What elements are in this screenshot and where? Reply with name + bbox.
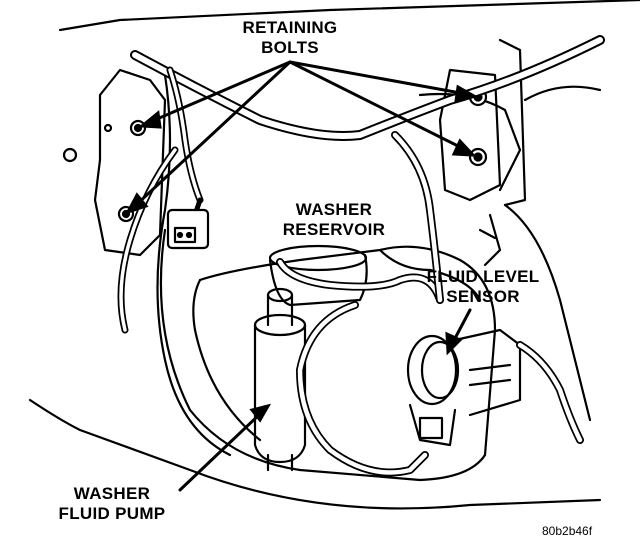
- fluid-level-sensor-label: FLUID LEVEL SENSOR: [420, 267, 546, 307]
- arrow-bolt-left-upper: [148, 60, 292, 124]
- body-panel-edge: [28, 398, 602, 510]
- washer-reservoir-line-1: WASHER: [295, 200, 373, 219]
- washer-reservoir-label: WASHER RESERVOIR: [276, 200, 392, 240]
- arrow-bolt-right-lower: [288, 60, 468, 152]
- fluid-level-sensor-line-2: SENSOR: [446, 287, 520, 306]
- fluid-level-sensor-line-1: FLUID LEVEL: [426, 267, 540, 286]
- washer-fluid-pump-label: WASHER FLUID PUMP: [50, 484, 174, 524]
- right-bracket: [438, 68, 502, 202]
- washer-pump-top: [253, 313, 307, 337]
- washer-reservoir-line-2: RESERVOIR: [282, 220, 386, 239]
- wiring-harness-top: [130, 35, 605, 141]
- right-panel: [498, 38, 527, 207]
- fluid-level-sensor: [406, 334, 458, 406]
- body-panel: [58, 0, 640, 32]
- retaining-bolts-line-1: RETAINING: [242, 18, 338, 37]
- reservoir-tank: [159, 228, 497, 482]
- retaining-bolts-label: RETAINING BOLTS: [232, 18, 348, 58]
- arrow-washer-fluid-pump: [178, 410, 264, 492]
- inner-fender-edge: [156, 73, 232, 457]
- arrow-bolt-right-upper: [288, 60, 468, 96]
- sensor-connector: [418, 416, 444, 440]
- washer-pump-body: [253, 323, 307, 464]
- left-bracket: [93, 68, 167, 257]
- figure-id: 80b2b46f: [542, 524, 593, 538]
- washer-fluid-pump-line-2: FLUID PUMP: [58, 504, 166, 523]
- filler-neck: [268, 253, 368, 307]
- retaining-bolts-line-2: BOLTS: [261, 38, 319, 57]
- arrow-bolt-left-lower: [134, 60, 292, 207]
- washer-fluid-pump-line-1: WASHER: [73, 484, 151, 503]
